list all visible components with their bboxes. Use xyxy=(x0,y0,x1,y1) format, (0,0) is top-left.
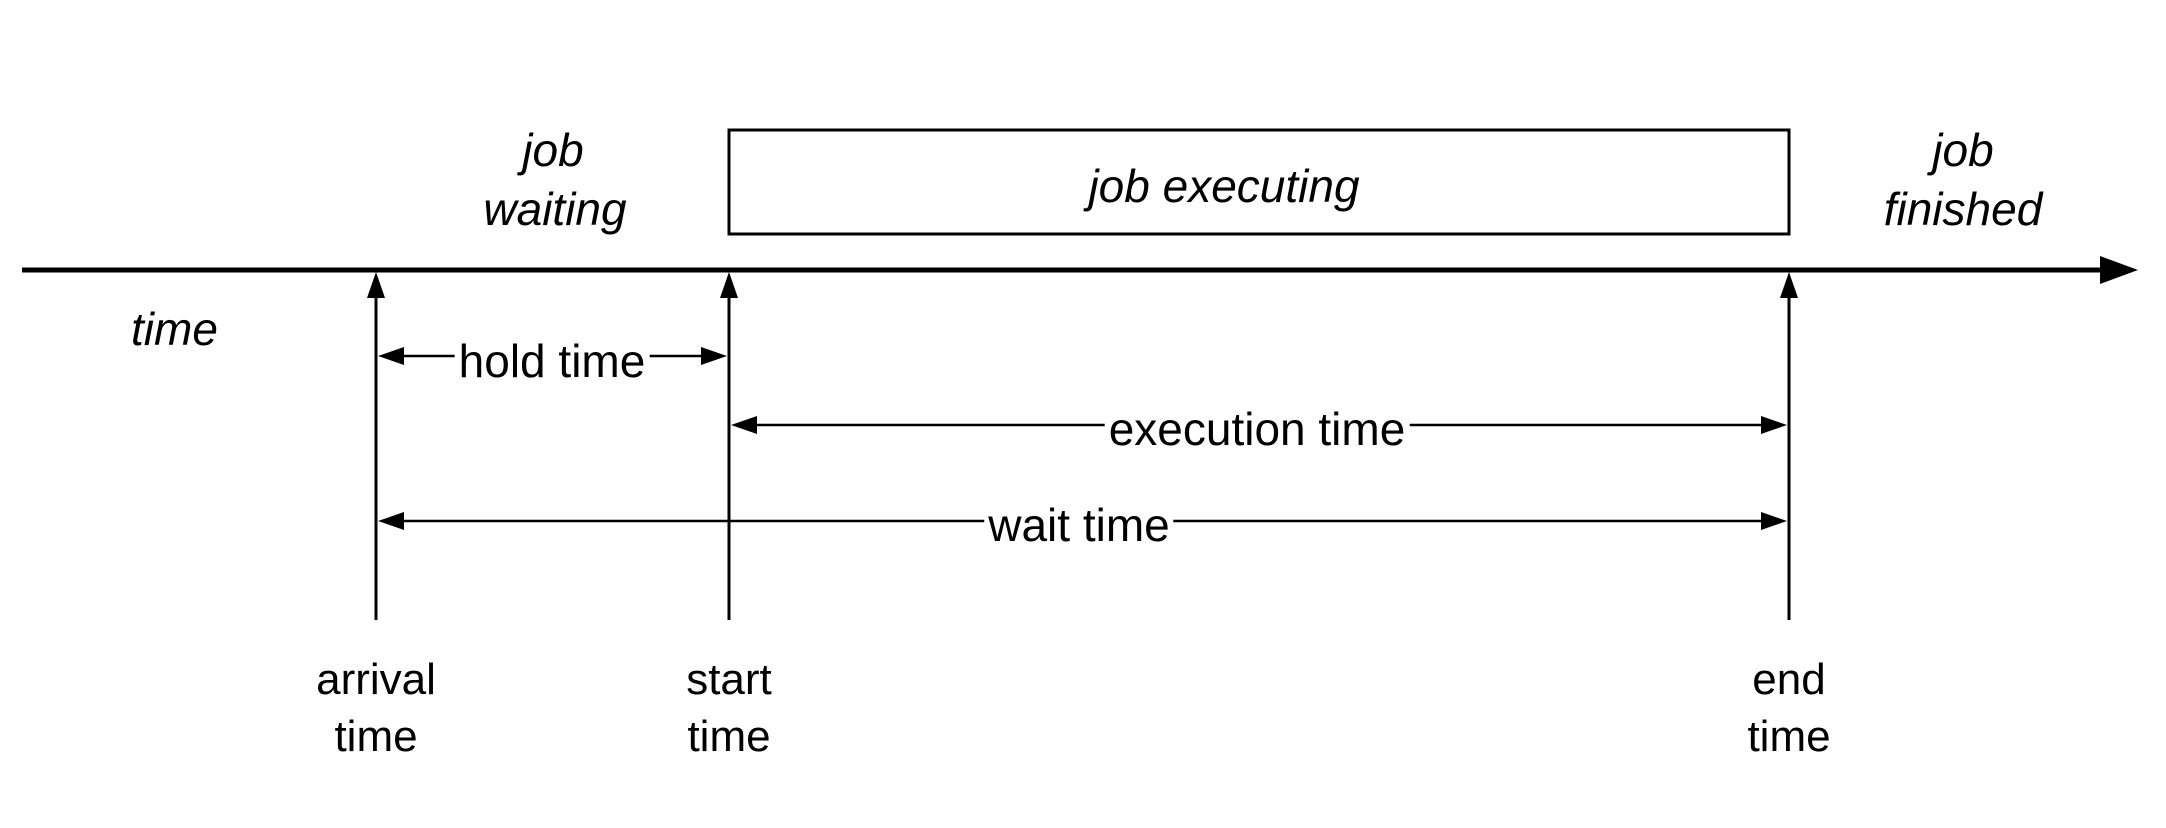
start-time-label-line2: time xyxy=(687,712,771,761)
start-time-label-line1: start xyxy=(686,655,772,704)
execution-time-left-arrowhead xyxy=(731,416,757,434)
job-executing-label: job executing xyxy=(1088,160,1360,212)
wait-time-left-arrowhead xyxy=(378,512,404,530)
start-marker-arrowhead xyxy=(720,272,738,298)
job-waiting-label-line2: waiting xyxy=(483,183,627,235)
hold-time-right-arrowhead xyxy=(701,347,727,365)
execution-time-label: execution time xyxy=(1104,406,1410,452)
job-waiting-label-line1: job xyxy=(522,124,584,176)
time-axis-label: time xyxy=(131,303,218,355)
hold-time-label: hold time xyxy=(454,338,650,384)
time-axis-arrowhead xyxy=(2100,256,2138,284)
hold-time-left-arrowhead xyxy=(378,347,404,365)
job-executing-box xyxy=(727,128,1791,236)
end-time-label-line2: time xyxy=(1747,712,1831,761)
end-time-label-line1: end xyxy=(1752,655,1826,704)
end-marker-arrowhead xyxy=(1780,272,1798,298)
wait-time-right-arrowhead xyxy=(1761,512,1787,530)
wait-time-label: wait time xyxy=(984,502,1174,548)
job-finished-label-line2: finished xyxy=(1883,183,2043,235)
arrival-time-label-line2: time xyxy=(334,712,418,761)
arrival-marker-arrowhead xyxy=(367,272,385,298)
job-finished-label-line1: job xyxy=(1932,124,1994,176)
execution-time-right-arrowhead xyxy=(1761,416,1787,434)
arrival-time-label-line1: arrival xyxy=(316,655,436,704)
